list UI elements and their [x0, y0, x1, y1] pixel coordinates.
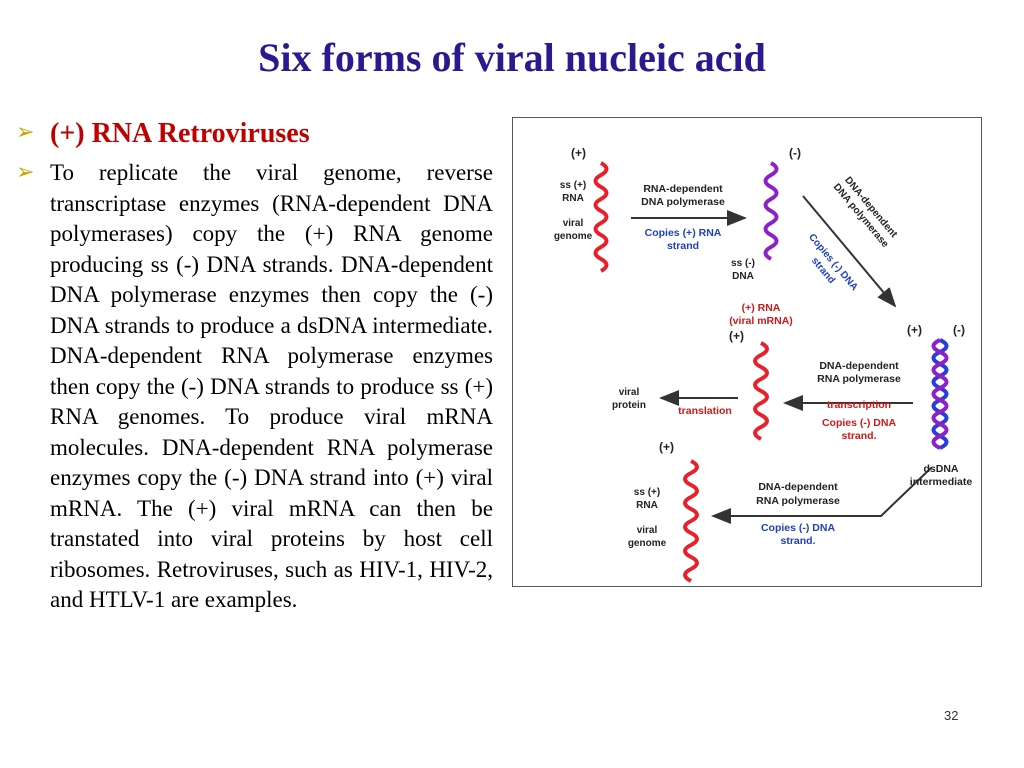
bullet-heading: ➢ (+) RNA Retroviruses: [16, 118, 494, 152]
dsdna-plus-strand: [931, 338, 949, 450]
viral-genome-b-label-1: viral: [637, 525, 658, 536]
rdp-label-2: DNA polymerase: [641, 196, 725, 208]
viral-genome-b-label-2: genome: [628, 538, 667, 549]
ddrp-mid-label-1: DNA-dependent: [819, 360, 899, 372]
ss-plus-rna-strand: [593, 161, 609, 273]
mrna-label-1: (+) RNA: [742, 302, 781, 314]
copies-plus-label-2: strand: [667, 240, 699, 252]
arrow-bullet-icon: ➢: [16, 160, 35, 185]
bullet-body-text: To replicate the viral genome, reverse t…: [50, 160, 493, 612]
ss-dna-label-2: DNA: [732, 271, 754, 282]
translation-label: translation: [678, 405, 732, 417]
ss-dna-label-1: ss (-): [731, 258, 755, 269]
diagram-canvas: (+) ss (+) RNA viral genome RNA-dependen…: [554, 146, 973, 583]
ss-minus-dna-strand: [763, 161, 779, 261]
ss-plus-rna-genome-strand: [683, 459, 699, 583]
bullet-body: ➢ To replicate the viral genome, reverse…: [16, 158, 494, 718]
viral-mrna-strand: [753, 341, 769, 441]
ss-rna-label-1: ss (+): [560, 180, 586, 191]
minus-label-ds: (-): [953, 323, 965, 337]
rdp-label-1: RNA-dependent: [643, 183, 723, 195]
arrow-bullet-icon: ➢: [16, 120, 35, 145]
dsdna-minus-strand: [931, 338, 949, 450]
dsdna-label-2: intermediate: [910, 476, 973, 488]
viral-protein-label-1: viral: [619, 387, 640, 398]
dsdna-label-1: dsDNA: [923, 463, 958, 475]
viral-genome-label-2: genome: [554, 231, 593, 242]
plus-label-ds: (+): [907, 323, 922, 337]
retrovirus-replication-diagram: (+) ss (+) RNA viral genome RNA-dependen…: [512, 117, 982, 587]
plus-label-bottom: (+): [659, 440, 674, 454]
dna-polymerase-arrow: [802, 195, 897, 308]
transcription-label: transcription: [827, 399, 891, 411]
copies-plus-label-1: Copies (+) RNA: [645, 227, 722, 239]
plus-label-mid: (+): [729, 329, 744, 343]
copies-minus-bot-label-2: strand.: [780, 535, 815, 547]
bullet-heading-text: (+) RNA Retroviruses: [50, 118, 310, 149]
ddrp-bot-label-1: DNA-dependent: [758, 481, 838, 493]
page-number: 32: [944, 708, 959, 723]
dsdna-to-genome-arrow: [711, 467, 932, 524]
mrna-label-2: (viral mRNA): [729, 315, 793, 327]
viral-protein-label-2: protein: [612, 400, 646, 411]
minus-label-top: (-): [789, 146, 801, 160]
ss-rna-label-2: RNA: [562, 193, 584, 204]
ddrp-bot-label-2: RNA polymerase: [756, 495, 840, 507]
ss-rna-b-label-1: ss (+): [634, 487, 660, 498]
plus-label-top-left: (+): [571, 146, 586, 160]
copies-minus-mid-label-1: Copies (-) DNA: [822, 417, 896, 429]
copies-minus-bot-label-1: Copies (-) DNA: [761, 522, 835, 534]
ddrp-mid-label-2: RNA polymerase: [817, 373, 901, 385]
ss-rna-b-label-2: RNA: [636, 500, 658, 511]
viral-genome-label-1: viral: [563, 218, 584, 229]
slide-title: Six forms of viral nucleic acid: [258, 35, 766, 80]
copies-minus-mid-label-2: strand.: [841, 430, 876, 442]
